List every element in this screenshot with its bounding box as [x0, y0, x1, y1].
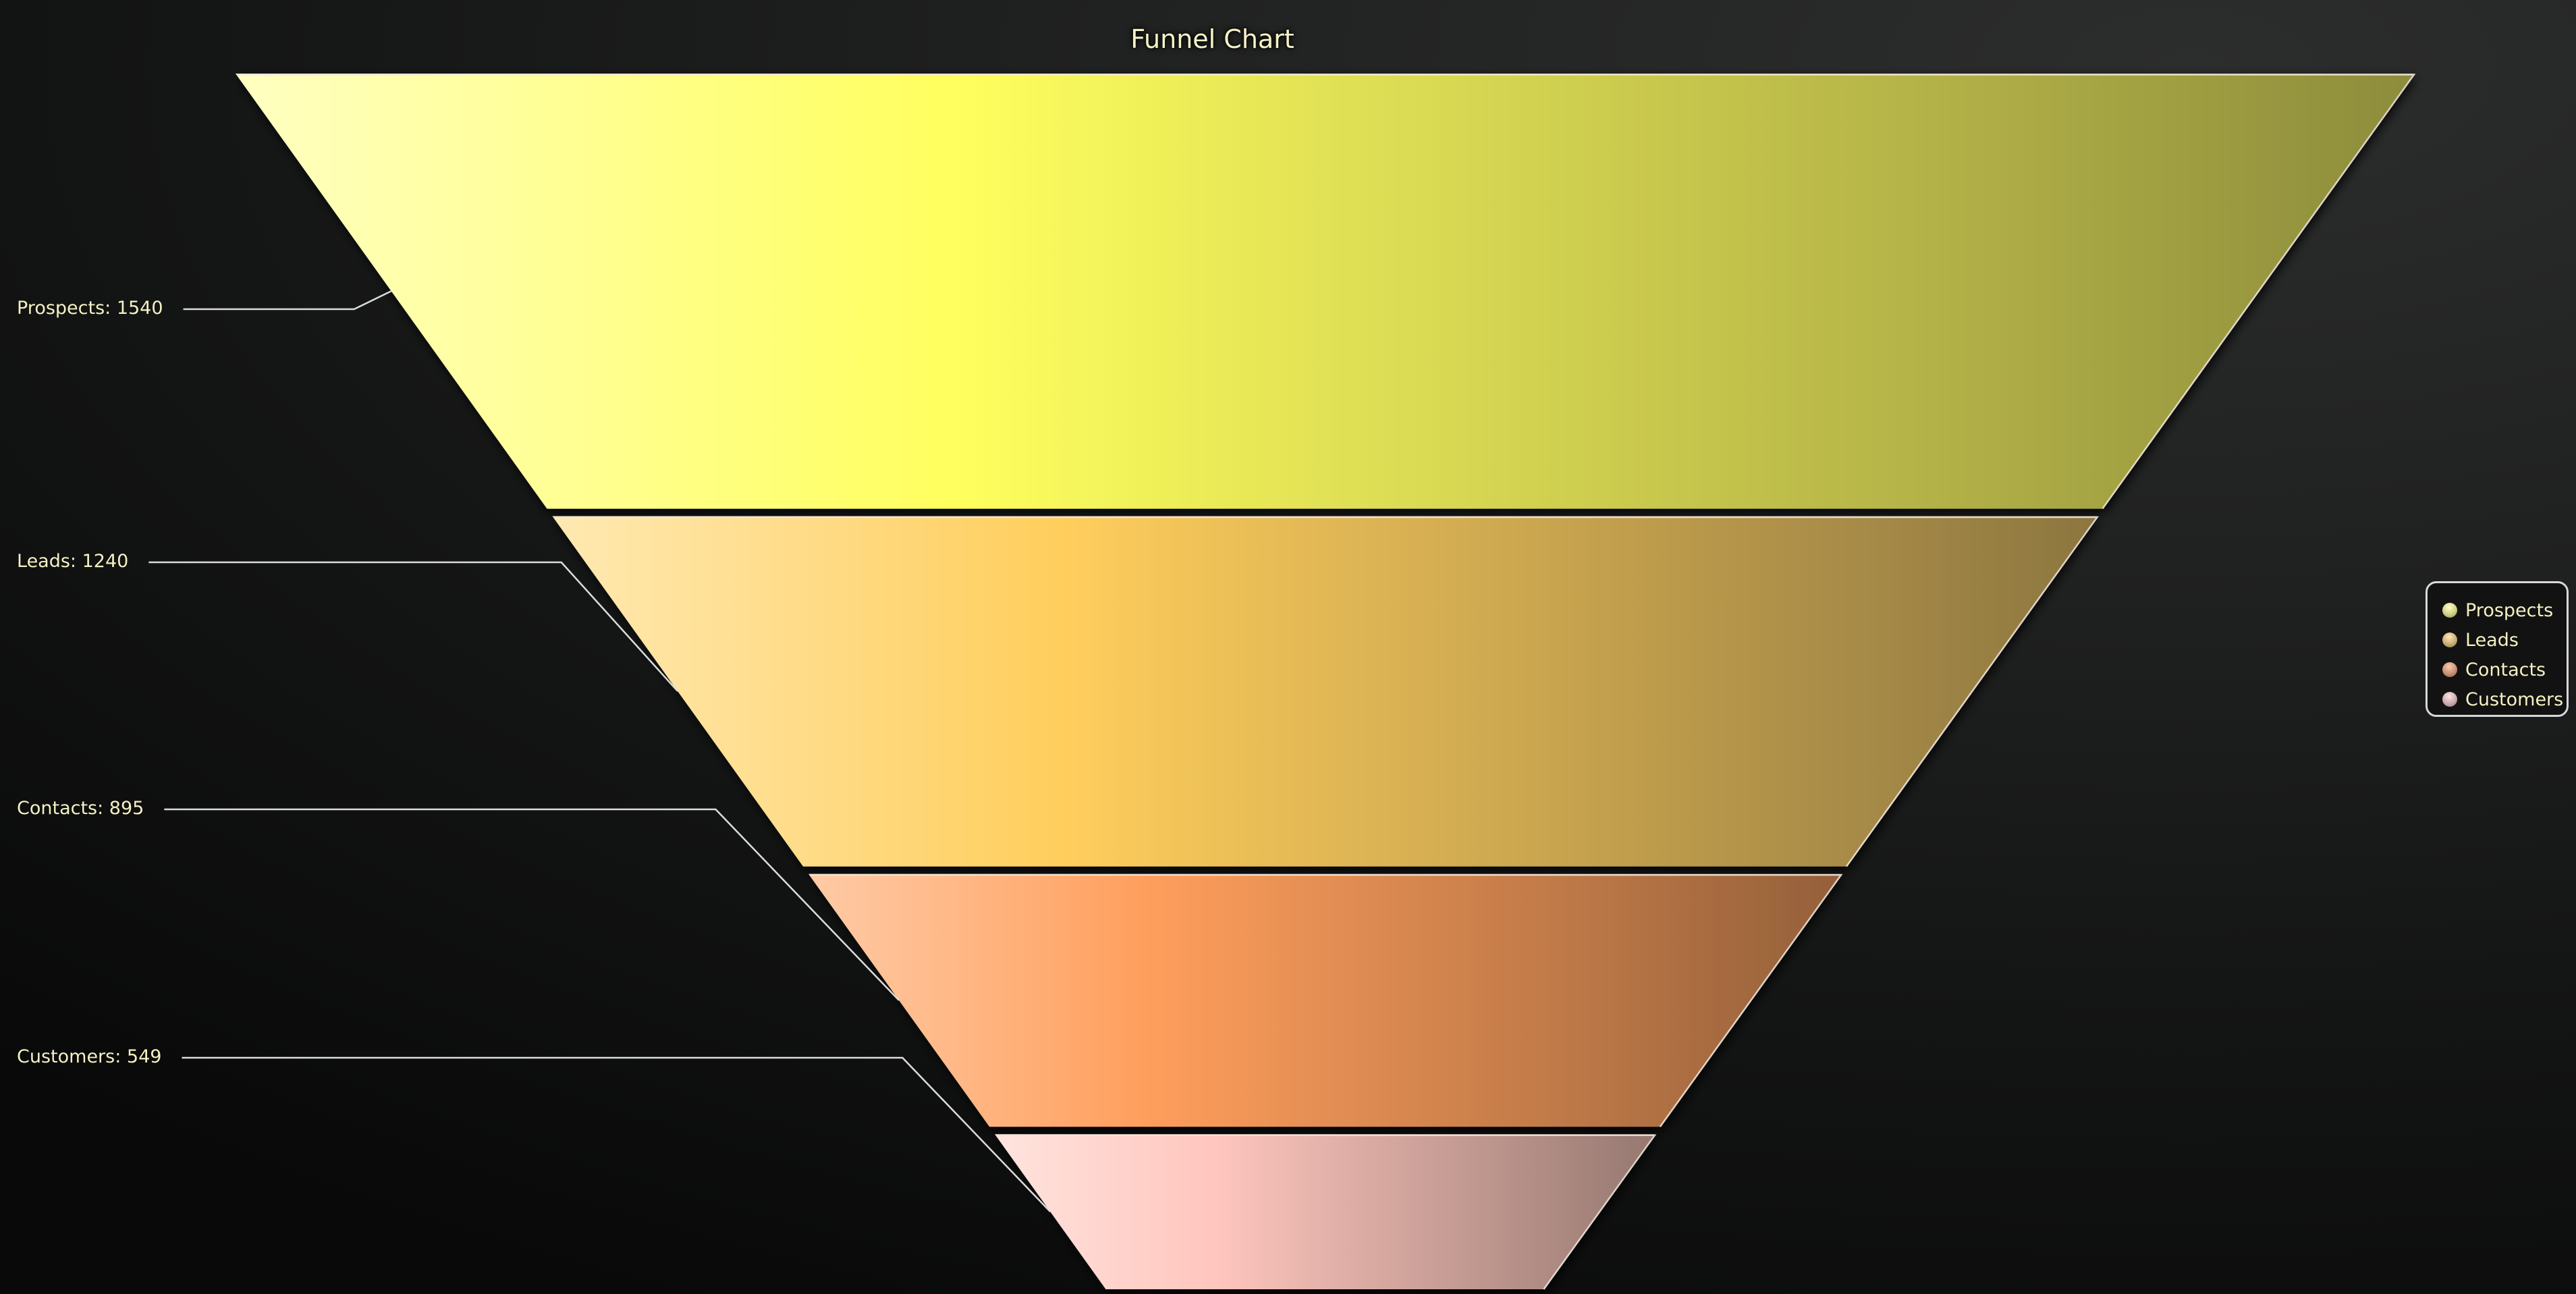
legend-dot-icon	[2442, 692, 2457, 707]
legend-label: Contacts	[2465, 659, 2546, 680]
funnel-segment-customers[interactable]	[994, 1134, 1655, 1289]
funnel-segment-leads[interactable]	[552, 516, 2098, 867]
label-connector-line	[182, 1056, 1051, 1212]
segment-edge-highlight	[995, 1134, 1657, 1290]
label-connector-line	[164, 808, 900, 1001]
segment-edge-highlight	[809, 873, 1843, 1127]
legend-item-prospects[interactable]: Prospects	[2442, 595, 2567, 625]
segment-edge-highlight	[237, 74, 2416, 510]
legend-label: Prospects	[2465, 599, 2554, 621]
legend-dot-icon	[2442, 632, 2457, 647]
segment-edge-highlight	[553, 516, 2100, 867]
funnel-segment-contacts[interactable]	[808, 873, 1842, 1127]
segment-label-leads: Leads: 1240	[17, 551, 128, 572]
legend-label: Leads	[2465, 629, 2519, 651]
chart-title: Funnel Chart	[1130, 24, 1294, 54]
label-connectors	[148, 290, 1051, 1212]
segment-label-contacts: Contacts: 895	[17, 798, 144, 819]
label-connector-line	[183, 290, 392, 311]
legend-item-customers[interactable]: Customers	[2442, 684, 2567, 714]
legend-label: Customers	[2465, 689, 2564, 710]
legend-item-contacts[interactable]: Contacts	[2442, 655, 2567, 684]
label-connector-line	[148, 561, 679, 692]
legend-dot-icon	[2442, 603, 2457, 618]
segment-label-customers: Customers: 549	[17, 1046, 161, 1067]
legend-item-leads[interactable]: Leads	[2442, 625, 2567, 655]
legend: Prospects Leads Contacts Customers	[2426, 581, 2569, 717]
segment-label-prospects: Prospects: 1540	[17, 298, 163, 319]
legend-dot-icon	[2442, 662, 2457, 677]
funnel-segment-prospects[interactable]	[236, 74, 2414, 509]
funnel-segments	[236, 74, 2416, 1290]
